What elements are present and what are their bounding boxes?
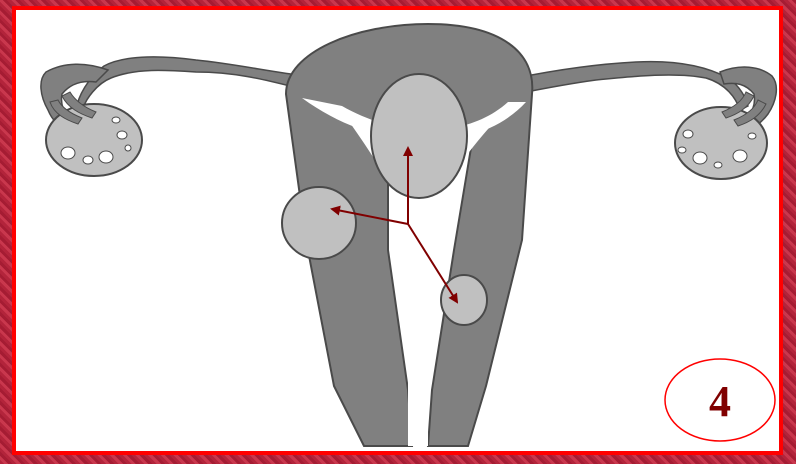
- uterus-diagram: 4: [16, 10, 779, 451]
- fibroid-submucosal: [371, 74, 467, 198]
- slide-number-badge: 4: [665, 359, 775, 441]
- right-fallopian-tube: [516, 62, 748, 110]
- diagram-panel: 4: [12, 6, 783, 455]
- fibroid-right-wall: [441, 275, 487, 325]
- fibroid-left-wall: [282, 187, 356, 259]
- slide-number-label: 4: [709, 377, 731, 426]
- left-fallopian-tube: [76, 57, 306, 110]
